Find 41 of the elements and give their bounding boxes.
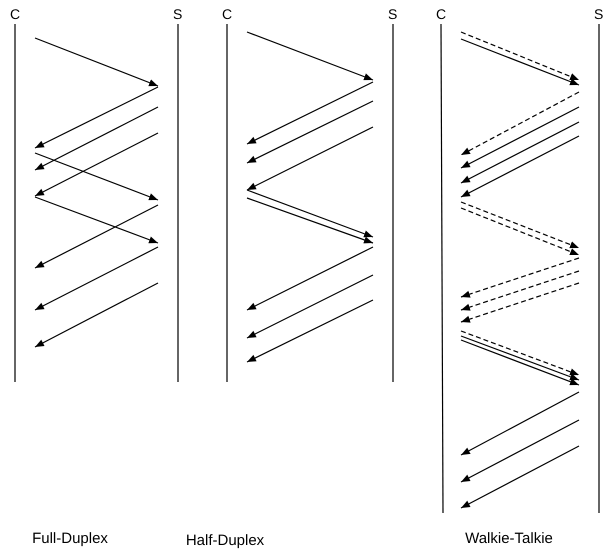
participant-label: S [594, 6, 604, 22]
arrow [34, 106, 158, 171]
arrow [246, 81, 374, 145]
arrow [460, 270, 580, 311]
arrow [34, 132, 158, 197]
participant-label: C [10, 6, 20, 22]
arrow [246, 299, 374, 363]
arrow [34, 86, 158, 149]
participant-label: C [222, 6, 232, 22]
arrow [460, 207, 580, 256]
arrow [246, 197, 374, 244]
participant-label: S [388, 6, 398, 22]
arrow [460, 445, 580, 509]
panel-caption: Full-Duplex [32, 530, 108, 547]
panel-caption: Walkie-Talkie [465, 530, 553, 547]
participant-label: C [436, 6, 446, 22]
arrow [460, 201, 580, 249]
arrow [34, 152, 158, 201]
arrow [460, 135, 580, 198]
arrow [34, 196, 158, 244]
arrow [34, 282, 158, 348]
arrow [460, 391, 580, 456]
arrow [246, 126, 374, 191]
arrow [34, 37, 158, 87]
arrow [34, 246, 158, 311]
arrow [246, 100, 374, 164]
arrow [460, 31, 580, 81]
arrow [460, 419, 580, 483]
participant-label: S [173, 6, 182, 22]
arrow [460, 106, 580, 169]
arrow [34, 204, 158, 269]
arrow [246, 189, 374, 238]
arrow [460, 282, 580, 323]
arrow [460, 121, 580, 184]
arrow [246, 31, 374, 81]
arrow [460, 38, 580, 86]
arrow [460, 91, 580, 156]
arrow [460, 257, 580, 298]
arrow [246, 274, 374, 339]
arrow [246, 246, 374, 311]
panel-caption: Half-Duplex [186, 532, 264, 549]
